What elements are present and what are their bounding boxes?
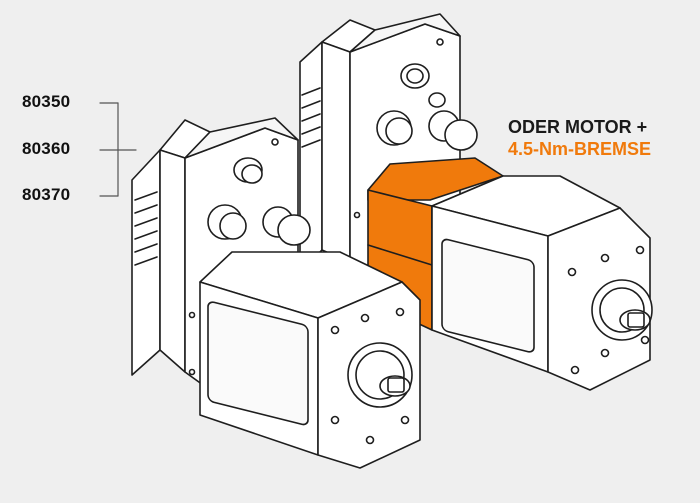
part-number-80360: 80360 [22,139,71,158]
part-number-bracket [99,102,137,197]
caption-or-motor: ODER MOTOR + [508,117,648,137]
back-cooling-fins [301,87,321,148]
back-motor-label-plate [441,238,535,353]
front-controller-front-top [184,117,299,159]
motor-with-brake [299,13,653,391]
motor-standard [131,117,421,469]
back-controller-rear [321,41,351,263]
front-connectors [188,138,311,376]
front-motor-label-plate [207,301,309,426]
front-cooling-fins [134,191,158,266]
part-number-80350: 80350 [22,92,71,111]
front-controller-side [131,149,161,376]
part-number-80370: 80370 [22,185,71,204]
brake-option-caption: ODER MOTOR + 4.5-Nm-BREMSE [508,116,651,160]
front-controller-rear [159,149,186,373]
back-connectors [353,38,478,219]
back-controller-front-top [349,13,461,53]
caption-brake: 4.5-Nm-BREMSE [508,139,652,159]
